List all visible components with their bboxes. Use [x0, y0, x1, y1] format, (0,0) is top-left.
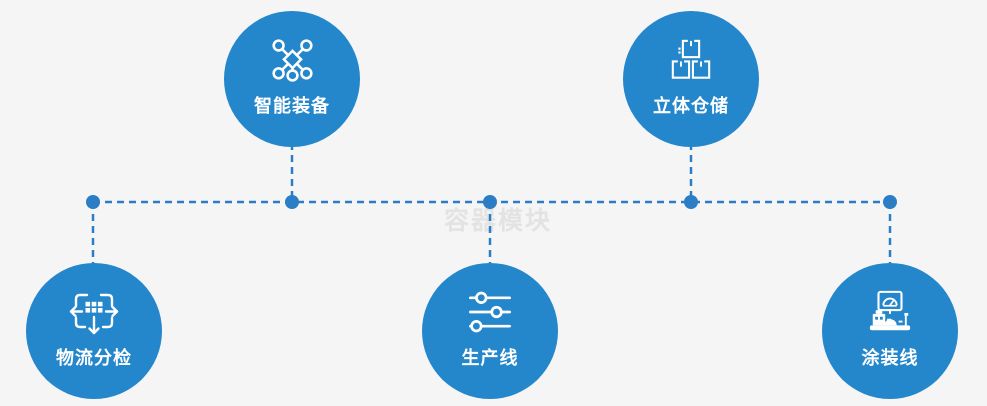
node-label: 生产线	[461, 348, 519, 368]
node-label: 涂装线	[861, 348, 919, 368]
sort-arrows-icon	[67, 283, 121, 341]
node-painting-line: 涂装线	[822, 263, 958, 399]
sliders-icon	[466, 283, 514, 341]
network-nodes-icon	[269, 31, 316, 89]
watermark: 容器模块	[444, 207, 553, 235]
node-label: 智能装备	[254, 96, 330, 116]
node-smart-equipment: 智能装备	[224, 11, 360, 147]
junction-dot	[483, 195, 497, 209]
control-console-icon	[862, 283, 918, 341]
node-label: 物流分检	[56, 348, 132, 368]
junction-dot	[883, 195, 897, 209]
junction-dot	[86, 195, 100, 209]
stacked-boxes-icon	[668, 31, 714, 89]
node-label: 立体仓储	[653, 96, 729, 116]
node-stereo-warehouse: 立体仓储	[623, 11, 759, 147]
junction-dot	[285, 195, 299, 209]
node-production-line: 生产线	[422, 263, 558, 399]
node-logistics-sorting: 物流分检	[26, 263, 162, 399]
junction-dot	[684, 195, 698, 209]
